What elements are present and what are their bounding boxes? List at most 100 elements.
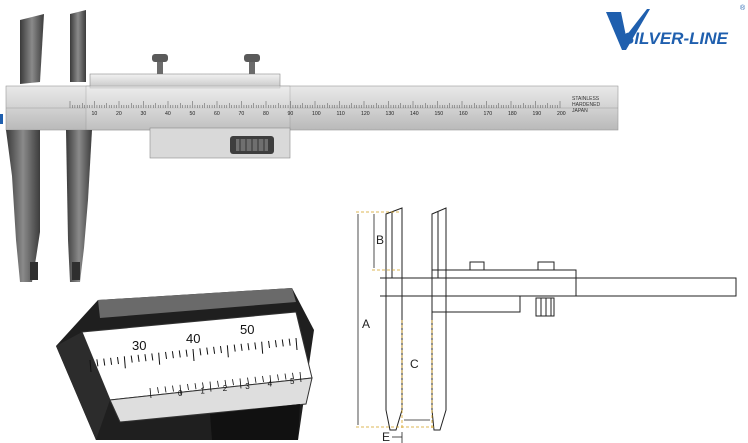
vernier-block — [56, 288, 314, 440]
vernier-upper-tick — [165, 351, 168, 360]
vernier-lower-tick — [202, 382, 204, 389]
vernier-upper-tick — [219, 345, 222, 354]
vernier-upper-tick — [137, 354, 140, 362]
svg-text:JAPAN: JAPAN — [572, 108, 588, 114]
vernier-upper-tick — [103, 358, 106, 366]
sliding-upper-jaw — [70, 10, 86, 82]
vernier-lower-tick — [149, 387, 152, 399]
vernier-upper-tick — [151, 353, 154, 361]
vernier-upper-tick — [123, 356, 126, 369]
vernier-lower-tick — [224, 379, 227, 387]
scale-number: 200 — [557, 111, 566, 117]
vernier-num-50: 50 — [240, 322, 254, 337]
svg-text:HARDENED: HARDENED — [572, 102, 600, 108]
vernier-lower-number: 3 — [245, 382, 250, 391]
svg-text:STAINLESS: STAINLESS — [572, 96, 600, 102]
scale-number: 150 — [435, 111, 444, 117]
fixed-upper-jaw — [20, 14, 44, 84]
scale-number: 40 — [165, 111, 171, 117]
vernier-upper-tick — [254, 342, 257, 350]
scale-number: 170 — [484, 111, 493, 117]
vernier-lower-tick — [292, 372, 294, 379]
drawing-outline — [380, 207, 737, 431]
scale-number: 140 — [410, 111, 419, 117]
scale-number: 90 — [288, 111, 294, 117]
scale-number: 50 — [190, 111, 196, 117]
scale-number: 10 — [92, 111, 98, 117]
dimension-label-c: C — [410, 357, 419, 371]
dimension-label-e: E — [382, 430, 390, 443]
vernier-upper-tick — [130, 355, 133, 363]
vernier-lower-tick — [247, 377, 249, 384]
vernier-upper-tick — [261, 341, 264, 354]
scale-number: 190 — [533, 111, 542, 117]
vernier-lower-number: 1 — [200, 387, 205, 396]
vernier-lower-tick — [194, 383, 197, 390]
scale-number: 130 — [386, 111, 395, 117]
dimension-label-b: B — [376, 233, 384, 247]
dimension-arrows — [357, 214, 430, 443]
vernier-lower-tick — [172, 385, 174, 392]
edge-marker — [0, 114, 3, 124]
registered-mark: ® — [740, 4, 746, 12]
vernier-lower-tick — [217, 380, 219, 387]
vernier-upper-tick — [281, 339, 284, 347]
vernier-upper-tick — [226, 345, 229, 358]
vernier-lower-number: 2 — [223, 384, 228, 393]
vernier-upper-numbers: 30 40 50 — [132, 322, 254, 353]
vernier-upper-tick — [116, 356, 119, 365]
vernier-lower-tick — [299, 371, 302, 383]
scale-number: 20 — [116, 111, 122, 117]
vernier-lower-number: 4 — [268, 379, 273, 388]
vernier-lower-tick — [179, 384, 182, 395]
vernier-lower-tick — [232, 379, 234, 386]
vernier-lower-tick — [269, 375, 272, 386]
vernier-num-30: 30 — [132, 338, 146, 353]
vernier-upper-tick — [206, 347, 209, 355]
vernier-upper-tick — [199, 348, 202, 356]
vernier-inset-ticks — [89, 337, 302, 399]
dimension-lines — [356, 211, 436, 430]
scale-number: 60 — [214, 111, 220, 117]
logo-v-mark-icon — [606, 9, 650, 50]
vernier-upper-tick — [192, 348, 195, 362]
main-scale-ticks — [69, 101, 561, 108]
fixed-lower-jaw — [6, 130, 40, 282]
vernier-lower-tick — [164, 386, 167, 393]
vernier-upper-tick — [295, 337, 298, 351]
vernier-upper-tick — [268, 340, 271, 349]
scale-number: 180 — [508, 111, 517, 117]
fine-adjust-wheel — [230, 136, 274, 154]
vernier-upper-tick — [110, 357, 113, 365]
vernier-upper-tick — [185, 349, 188, 357]
vernier-upper-tick — [247, 343, 250, 351]
vernier-upper-tick — [213, 346, 216, 354]
sliding-lower-jaw — [66, 130, 92, 282]
scale-number: 30 — [141, 111, 147, 117]
vernier-lower-tick — [187, 383, 189, 391]
vernier-upper-tick — [171, 351, 174, 359]
vernier-upper-tick — [233, 344, 236, 352]
vernier-upper-tick — [89, 359, 92, 373]
vernier-lower-tick — [284, 373, 287, 380]
scale-number: 110 — [337, 111, 345, 117]
vernier-lower-number: 0 — [178, 389, 183, 398]
vernier-upper-tick — [288, 338, 291, 346]
vernier-upper-tick — [178, 350, 181, 358]
scale-number: 70 — [239, 111, 245, 117]
vernier-upper-tick — [158, 352, 161, 365]
vernier-lower-tick — [277, 374, 279, 381]
silver-line-logo: SILVER-LINE ® — [606, 4, 746, 50]
vernier-upper-tick — [240, 343, 243, 351]
vernier-upper-tick — [96, 359, 99, 367]
beam-right-text: STAINLESS HARDENED JAPAN — [572, 96, 600, 114]
locking-screw-right — [244, 54, 260, 74]
vernier-lower-tick — [254, 376, 257, 383]
vernier-upper-tick — [274, 340, 277, 348]
vernier-lower-tick — [209, 381, 212, 392]
